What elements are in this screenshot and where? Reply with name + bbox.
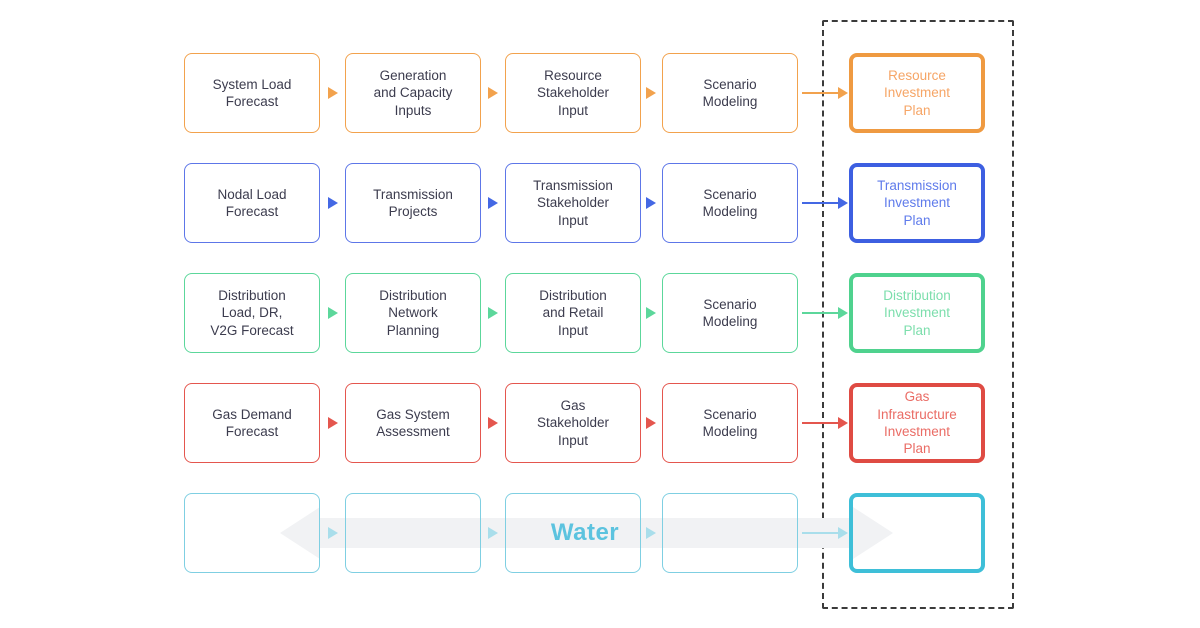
arrow-right-icon	[802, 532, 838, 534]
process-box-label: Scenario Modeling	[702, 406, 758, 439]
process-box-distribution-2: Distribution Network Planning	[345, 273, 481, 353]
process-box-water-4	[662, 493, 798, 573]
plan-box-label: Transmission Investment Plan	[877, 178, 957, 228]
process-box-label: Scenario Modeling	[702, 76, 758, 109]
process-box-label: Distribution Network Planning	[379, 288, 447, 338]
process-box-resource-2: Generation and Capacity Inputs	[345, 53, 481, 133]
arrow-right-icon	[328, 307, 338, 319]
process-box-label: Transmission Stakeholder Input	[533, 178, 613, 228]
process-box-label: System Load Forecast	[212, 76, 292, 109]
plan-box-distribution: Distribution Investment Plan	[849, 273, 985, 353]
arrow-right-icon	[488, 307, 498, 319]
arrow-right-icon	[328, 417, 338, 429]
investment-plans-outline	[822, 20, 1014, 609]
process-box-distribution-3: Distribution and Retail Input	[505, 273, 641, 353]
arrow-right-icon	[488, 197, 498, 209]
arrow-right-icon	[838, 527, 848, 539]
process-box-transmission-1: Nodal Load Forecast	[184, 163, 320, 243]
arrow-right-icon	[328, 87, 338, 99]
arrow-right-icon	[838, 87, 848, 99]
process-box-transmission-3: Transmission Stakeholder Input	[505, 163, 641, 243]
process-box-distribution-1: Distribution Load, DR, V2G Forecast	[184, 273, 320, 353]
arrow-right-icon	[838, 307, 848, 319]
arrow-right-icon	[802, 202, 838, 204]
process-box-water-2	[345, 493, 481, 573]
process-box-label: Resource Stakeholder Input	[536, 68, 610, 118]
arrow-right-icon	[802, 312, 838, 314]
process-box-label: Scenario Modeling	[702, 186, 758, 219]
arrow-right-icon	[646, 417, 656, 429]
process-box-label: Scenario Modeling	[702, 296, 758, 329]
arrow-right-icon	[838, 417, 848, 429]
process-box-gas-2: Gas System Assessment	[345, 383, 481, 463]
arrow-right-icon	[802, 422, 838, 424]
water-label: Water	[550, 519, 620, 546]
process-box-resource-1: System Load Forecast	[184, 53, 320, 133]
process-box-label: Gas Stakeholder Input	[536, 398, 610, 448]
plan-box-transmission: Transmission Investment Plan	[849, 163, 985, 243]
arrow-right-icon	[488, 527, 498, 539]
plan-box-label: Resource Investment Plan	[883, 68, 951, 118]
process-box-distribution-4: Scenario Modeling	[662, 273, 798, 353]
process-box-label: Transmission Projects	[373, 186, 453, 219]
arrow-right-icon	[802, 92, 838, 94]
process-box-gas-4: Scenario Modeling	[662, 383, 798, 463]
process-box-gas-3: Gas Stakeholder Input	[505, 383, 641, 463]
plan-box-gas: Gas Infrastructure Investment Plan	[849, 383, 985, 463]
process-box-label: Generation and Capacity Inputs	[373, 68, 453, 118]
arrow-right-icon	[488, 417, 498, 429]
arrow-right-icon	[328, 197, 338, 209]
arrow-right-icon	[328, 527, 338, 539]
plan-box-label: Gas Infrastructure Investment Plan	[877, 389, 957, 457]
plan-box-resource: Resource Investment Plan	[849, 53, 985, 133]
process-box-label: Gas System Assessment	[376, 406, 450, 439]
process-box-label: Distribution and Retail Input	[539, 288, 607, 338]
process-box-gas-1: Gas Demand Forecast	[184, 383, 320, 463]
process-box-transmission-2: Transmission Projects	[345, 163, 481, 243]
arrow-right-icon	[838, 197, 848, 209]
process-box-label: Gas Demand Forecast	[212, 406, 292, 439]
plan-box-water	[849, 493, 985, 573]
process-box-transmission-4: Scenario Modeling	[662, 163, 798, 243]
process-box-label: Nodal Load Forecast	[217, 186, 287, 219]
plan-box-label: Distribution Investment Plan	[883, 288, 951, 338]
process-box-water-1	[184, 493, 320, 573]
process-box-resource-4: Scenario Modeling	[662, 53, 798, 133]
arrow-right-icon	[488, 87, 498, 99]
process-box-resource-3: Resource Stakeholder Input	[505, 53, 641, 133]
arrow-right-icon	[646, 197, 656, 209]
arrow-right-icon	[646, 87, 656, 99]
arrow-right-icon	[646, 307, 656, 319]
process-box-label: Distribution Load, DR, V2G Forecast	[210, 288, 294, 338]
